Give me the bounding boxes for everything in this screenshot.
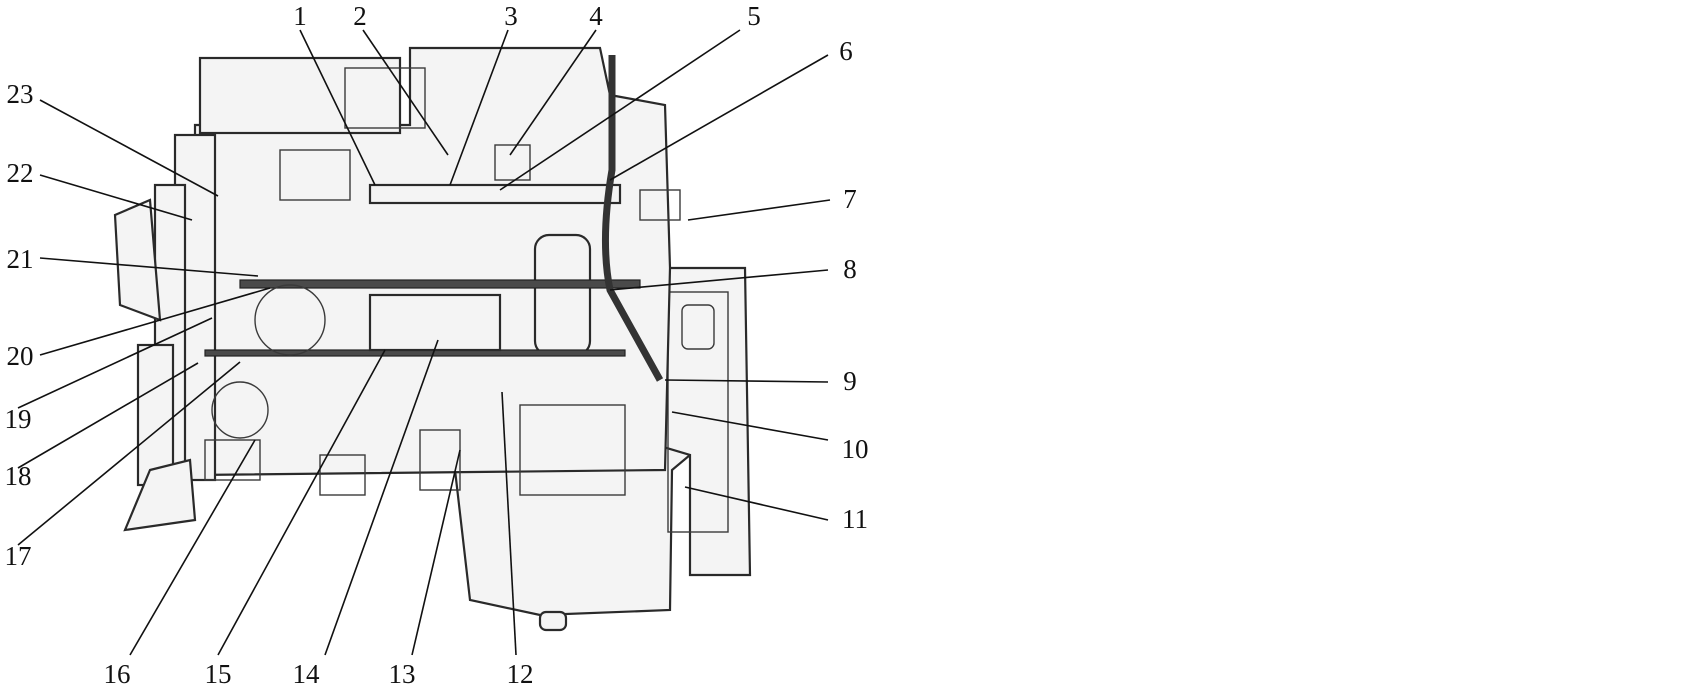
leader-16 — [129, 439, 256, 656]
callout-10: 10 — [842, 434, 869, 464]
callout-9: 9 — [843, 366, 857, 396]
callout-12: 12 — [507, 659, 534, 688]
callout-3: 3 — [504, 1, 518, 31]
leader-1 — [299, 29, 376, 186]
callout-14: 14 — [293, 659, 321, 688]
leader-19 — [17, 317, 213, 409]
callout-20: 20 — [7, 341, 34, 371]
callout-23: 23 — [7, 79, 34, 109]
leader-12 — [501, 391, 517, 656]
callout-7: 7 — [843, 184, 857, 214]
callout-15: 15 — [205, 659, 232, 688]
leader-4 — [509, 29, 597, 156]
leader-8 — [609, 269, 829, 291]
leader-18 — [17, 362, 199, 469]
leader-15 — [217, 349, 386, 656]
leader-17 — [17, 361, 241, 546]
leader-11 — [684, 486, 829, 521]
callout-1: 1 — [293, 1, 307, 31]
callout-5: 5 — [747, 1, 761, 31]
leader-5 — [499, 29, 741, 191]
leader-9 — [664, 379, 829, 383]
callout-18: 18 — [5, 461, 32, 491]
callout-16: 16 — [104, 659, 131, 688]
callout-22: 22 — [7, 158, 34, 188]
leader-10 — [671, 411, 829, 441]
leader-14 — [324, 339, 439, 656]
engine-line-drawing — [113, 46, 752, 632]
engine-photo — [942, 56, 1689, 666]
callout-numbers: 1 2 3 4 5 6 7 8 9 10 11 12 13 14 15 16 1… — [5, 1, 869, 688]
leader-6 — [609, 54, 829, 181]
leader-22 — [39, 174, 193, 221]
leader-21 — [39, 257, 259, 277]
callout-4: 4 — [589, 1, 603, 31]
leader-2 — [362, 29, 449, 156]
leader-7 — [687, 199, 831, 221]
callout-leader-lines — [17, 29, 831, 656]
callout-2: 2 — [353, 1, 367, 31]
callout-6: 6 — [839, 36, 853, 66]
callout-11: 11 — [842, 504, 868, 534]
leader-3 — [449, 29, 509, 186]
leader-23 — [39, 99, 219, 197]
callout-21: 21 — [7, 244, 34, 274]
callout-8: 8 — [843, 254, 857, 284]
callout-17: 17 — [5, 541, 32, 571]
leader-20 — [39, 287, 271, 356]
callout-13: 13 — [389, 659, 416, 688]
leader-13 — [411, 449, 461, 656]
callout-19: 19 — [5, 404, 32, 434]
